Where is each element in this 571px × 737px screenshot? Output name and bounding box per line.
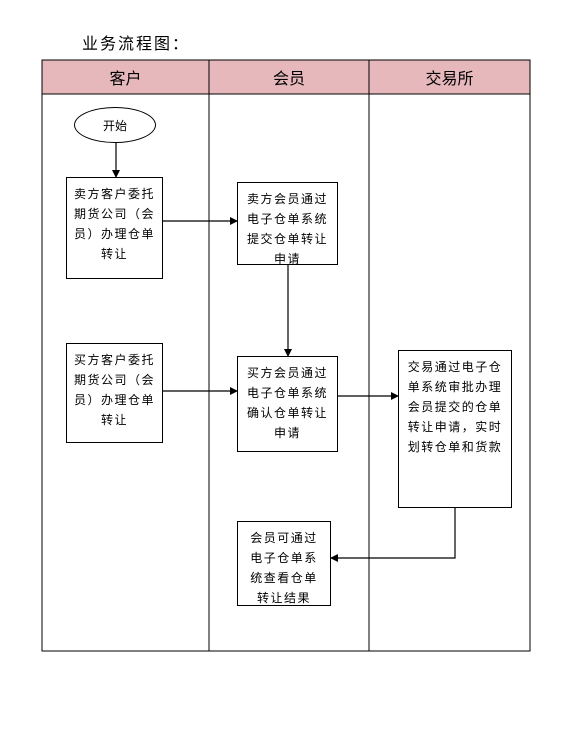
lane-header-customer: 客户 [42,60,209,94]
seller-member-box: 卖方会员通过电子仓单系统提交仓单转让申请 [237,182,338,266]
lane-header-exchange: 交易所 [369,60,530,94]
page-title: 业务流程图： [82,34,191,53]
lane-header-member: 会员 [209,60,369,94]
member-view-box: 会员可通过电子仓单系统查看仓单转让结果 [237,521,331,606]
start-node: 开始 [74,107,156,143]
arrow-exchange-to-member-view [330,508,456,562]
exchange-approve-box: 交易通过电子仓单系统审批办理会员提交的仓单转让申请，实时划转仓单和货款 [398,350,512,508]
buyer-member-box: 买方会员通过电子仓单系统确认仓单转让申请 [237,356,338,452]
seller-customer-box: 卖方客户委托期货公司（会员）办理仓单转让 [66,177,163,279]
diagram-frame [41,59,531,652]
buyer-customer-box: 买方客户委托期货公司（会员）办理仓单转让 [66,343,163,443]
